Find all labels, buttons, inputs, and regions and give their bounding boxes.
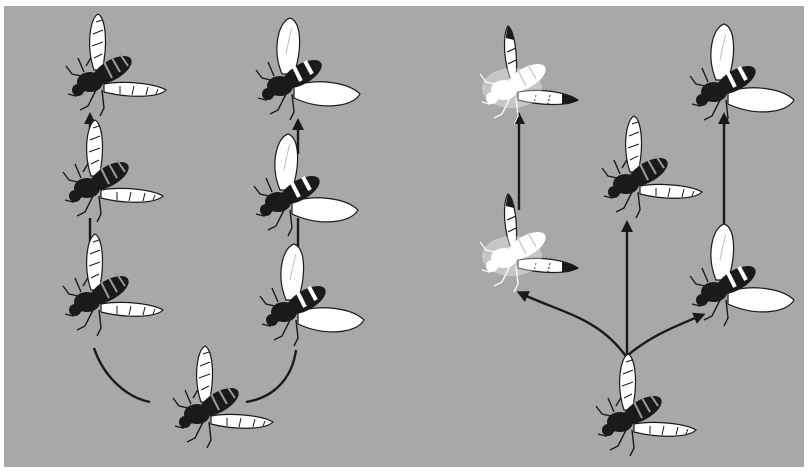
background-panel bbox=[4, 6, 804, 467]
